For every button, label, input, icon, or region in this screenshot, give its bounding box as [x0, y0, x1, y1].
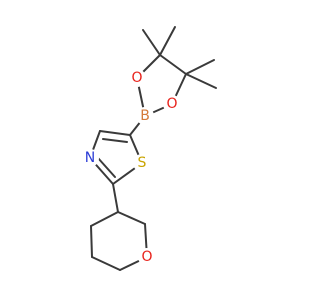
bond-c5-methyl-b: [185, 73, 217, 89]
atom-layer: B O O S N O: [81, 69, 181, 266]
bond-c2-oxane-c3: [112, 183, 119, 213]
oxygen-ring-label: O: [141, 249, 152, 265]
oxygen-lower-label: O: [166, 96, 177, 112]
bond-oxane-c4-c3: [90, 211, 119, 227]
atom-nitrogen: N: [81, 149, 99, 167]
oxygen-upper-label: O: [131, 70, 142, 86]
boron-label: B: [140, 108, 150, 124]
bond-c4-methyl-b: [159, 26, 176, 56]
bond-c4-methyl-a: [142, 29, 161, 56]
atom-sulfur: S: [133, 154, 151, 172]
atom-boron: B: [136, 107, 154, 125]
bond-c5-c4: [99, 130, 131, 136]
bond-c5-c4-double: [102, 138, 128, 143]
sulfur-label: S: [138, 155, 147, 171]
bond-c4-c5: [159, 54, 187, 75]
molecule-structure: B O O S N O: [81, 26, 217, 271]
atom-oxygen-ring: O: [138, 248, 156, 266]
bond-layer: [89, 26, 217, 271]
bond-oxane-c6-c5: [91, 256, 121, 271]
atom-oxygen-lower: O: [163, 95, 181, 113]
bond-oxane-c5-c4: [90, 225, 93, 258]
bond-oxane-c3-c2: [117, 211, 146, 225]
bond-c5-methyl-a: [185, 59, 215, 75]
bond-n3-c2-double: [97, 157, 116, 178]
atom-oxygen-upper: O: [128, 69, 146, 87]
nitrogen-label: N: [85, 150, 95, 166]
